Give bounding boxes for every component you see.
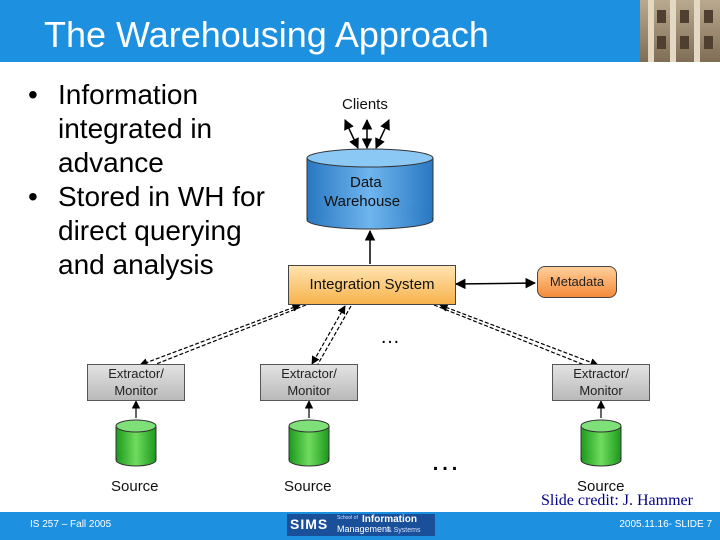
data-warehouse-cylinder <box>306 148 434 230</box>
course-label: IS 257 – Fall 2005 <box>30 519 112 530</box>
bullet-list: • Information integrated in advance • St… <box>28 78 268 282</box>
extractor-monitor-box: Extractor/ Monitor <box>87 364 185 401</box>
source-cylinder <box>115 419 157 467</box>
extractor-links <box>139 303 599 369</box>
extractor-label-line1: Extractor/ <box>108 366 164 381</box>
logo-sims-text: SIMS <box>290 516 329 532</box>
building-photo <box>640 0 720 62</box>
source-cylinder <box>288 419 330 467</box>
warehouse-label-line2: Warehouse <box>324 193 401 210</box>
photo-window <box>704 10 713 23</box>
source-cylinder <box>580 419 622 467</box>
slide-number: 2005.11.16- SLIDE 7 <box>619 519 712 530</box>
source-label: Source <box>577 478 625 495</box>
bullet-text: Information integrated in advance <box>58 79 213 178</box>
photo-column <box>648 0 654 62</box>
client-arrows <box>344 118 390 150</box>
title-bar <box>0 0 720 62</box>
photo-window <box>704 36 713 49</box>
photo-window <box>657 36 666 49</box>
ellipsis-lower: … <box>430 444 463 477</box>
source-label: Source <box>111 478 159 495</box>
bullet-symbol: • <box>28 79 38 110</box>
logo-information-text: Information <box>362 514 417 525</box>
source-label: Source <box>284 478 332 495</box>
clients-label: Clients <box>342 96 388 113</box>
slide-title: The Warehousing Approach <box>44 14 489 55</box>
source-extractor-arrows <box>131 400 606 418</box>
bullet-text: Stored in WH for direct querying and ana… <box>58 181 265 280</box>
photo-window <box>680 36 689 49</box>
slide-credit: Slide credit: J. Hammer <box>541 492 693 509</box>
extractor-label-line2: Monitor <box>114 383 158 398</box>
bullet-symbol: • <box>28 181 38 212</box>
logo-management-text: Management <box>337 524 390 534</box>
metadata-box: Metadata <box>537 266 617 298</box>
photo-column <box>694 0 700 62</box>
bullet-item: • Information integrated in advance <box>28 78 268 180</box>
ellipsis-upper: … <box>380 326 403 348</box>
extractor-monitor-box: Extractor/ Monitor <box>552 364 650 401</box>
extractor-label-line1: Extractor/ <box>573 366 629 381</box>
extractor-label-line1: Extractor/ <box>281 366 337 381</box>
extractor-label-line2: Monitor <box>287 383 331 398</box>
photo-window <box>657 10 666 23</box>
photo-column <box>670 0 676 62</box>
integration-metadata-arrow <box>454 277 537 290</box>
logo-systems-text: & Systems <box>387 527 421 534</box>
extractor-monitor-box: Extractor/ Monitor <box>260 364 358 401</box>
integration-system-box: Integration System <box>288 265 456 305</box>
extractor-label-line2: Monitor <box>579 383 623 398</box>
warehouse-label-line1: Data <box>350 174 382 191</box>
logo-school-text: School of <box>337 515 358 521</box>
photo-window <box>680 10 689 23</box>
sims-logo: SIMS School of Information Management & … <box>287 514 435 536</box>
bullet-item: • Stored in WH for direct querying and a… <box>28 180 268 282</box>
